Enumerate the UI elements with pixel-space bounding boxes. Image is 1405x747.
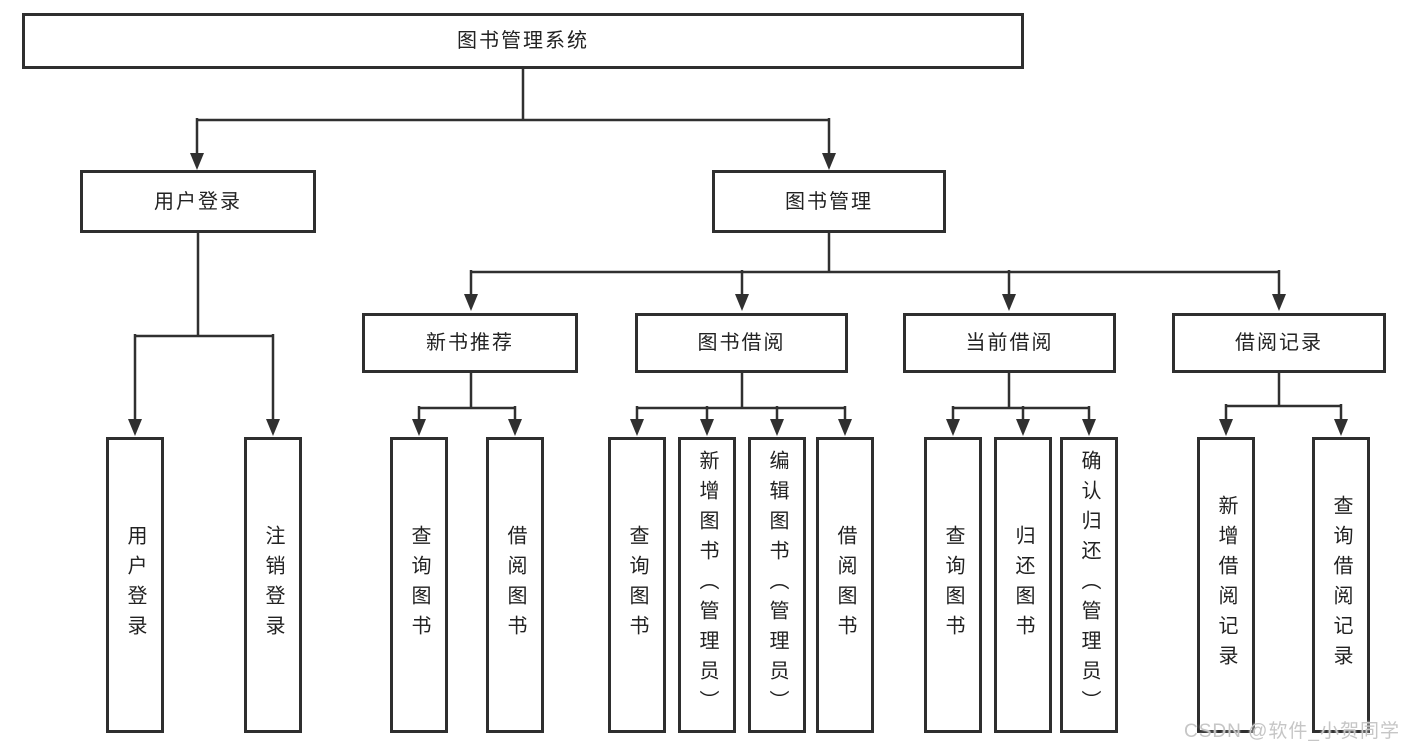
leaf-borrow-borrow-books-label: 借阅图书 [834, 525, 856, 645]
node-library-management-system-label: 图书管理系统 [457, 30, 589, 52]
leaf-borrow-add-books-admin-label: 新增图书（管理员） [696, 450, 718, 720]
leaf-borrow-borrow-books: 借阅图书 [816, 437, 874, 733]
leaf-borrow-edit-books-admin-label: 编辑图书（管理员） [766, 450, 788, 720]
node-borrowing-records: 借阅记录 [1172, 313, 1386, 373]
leaf-records-query-record-label: 查询借阅记录 [1330, 495, 1352, 675]
leaf-current-return-books: 归还图书 [994, 437, 1052, 733]
node-new-book-recommend: 新书推荐 [362, 313, 578, 373]
node-new-book-recommend-label: 新书推荐 [426, 332, 514, 354]
leaf-records-query-record: 查询借阅记录 [1312, 437, 1370, 733]
node-user-login: 用户登录 [80, 170, 316, 233]
leaf-current-query-books: 查询图书 [924, 437, 982, 733]
leaf-current-return-books-label: 归还图书 [1012, 525, 1034, 645]
leaf-borrow-query-books-label: 查询图书 [626, 525, 648, 645]
node-current-borrowing-label: 当前借阅 [965, 332, 1054, 354]
csdn-watermark: CSDN @软件_小贺同学 [1184, 721, 1400, 742]
leaf-recommend-borrow-books: 借阅图书 [486, 437, 544, 733]
leaf-recommend-query-books-label: 查询图书 [408, 525, 430, 645]
leaf-user-login-label: 用户登录 [124, 525, 146, 645]
leaf-borrow-query-books: 查询图书 [608, 437, 666, 733]
leaf-logout-label: 注销登录 [262, 525, 284, 645]
leaf-current-confirm-return-admin: 确认归还（管理员） [1060, 437, 1118, 733]
leaf-current-confirm-return-admin-label: 确认归还（管理员） [1078, 450, 1100, 720]
leaf-records-add-record-label: 新增借阅记录 [1215, 495, 1237, 675]
node-book-management: 图书管理 [712, 170, 946, 233]
leaf-borrow-add-books-admin: 新增图书（管理员） [678, 437, 736, 733]
node-current-borrowing: 当前借阅 [903, 313, 1116, 373]
leaf-logout: 注销登录 [244, 437, 302, 733]
leaf-records-add-record: 新增借阅记录 [1197, 437, 1255, 733]
node-book-borrowing: 图书借阅 [635, 313, 848, 373]
node-borrowing-records-label: 借阅记录 [1235, 332, 1323, 354]
leaf-borrow-edit-books-admin: 编辑图书（管理员） [748, 437, 806, 733]
leaf-recommend-query-books: 查询图书 [390, 437, 448, 733]
leaf-recommend-borrow-books-label: 借阅图书 [504, 525, 526, 645]
leaf-current-query-books-label: 查询图书 [942, 525, 964, 645]
node-user-login-label: 用户登录 [154, 190, 242, 213]
node-book-management-label: 图书管理 [785, 190, 873, 213]
node-library-management-system: 图书管理系统 [22, 13, 1024, 69]
node-book-borrowing-label: 图书借阅 [697, 332, 786, 354]
leaf-user-login: 用户登录 [106, 437, 164, 733]
